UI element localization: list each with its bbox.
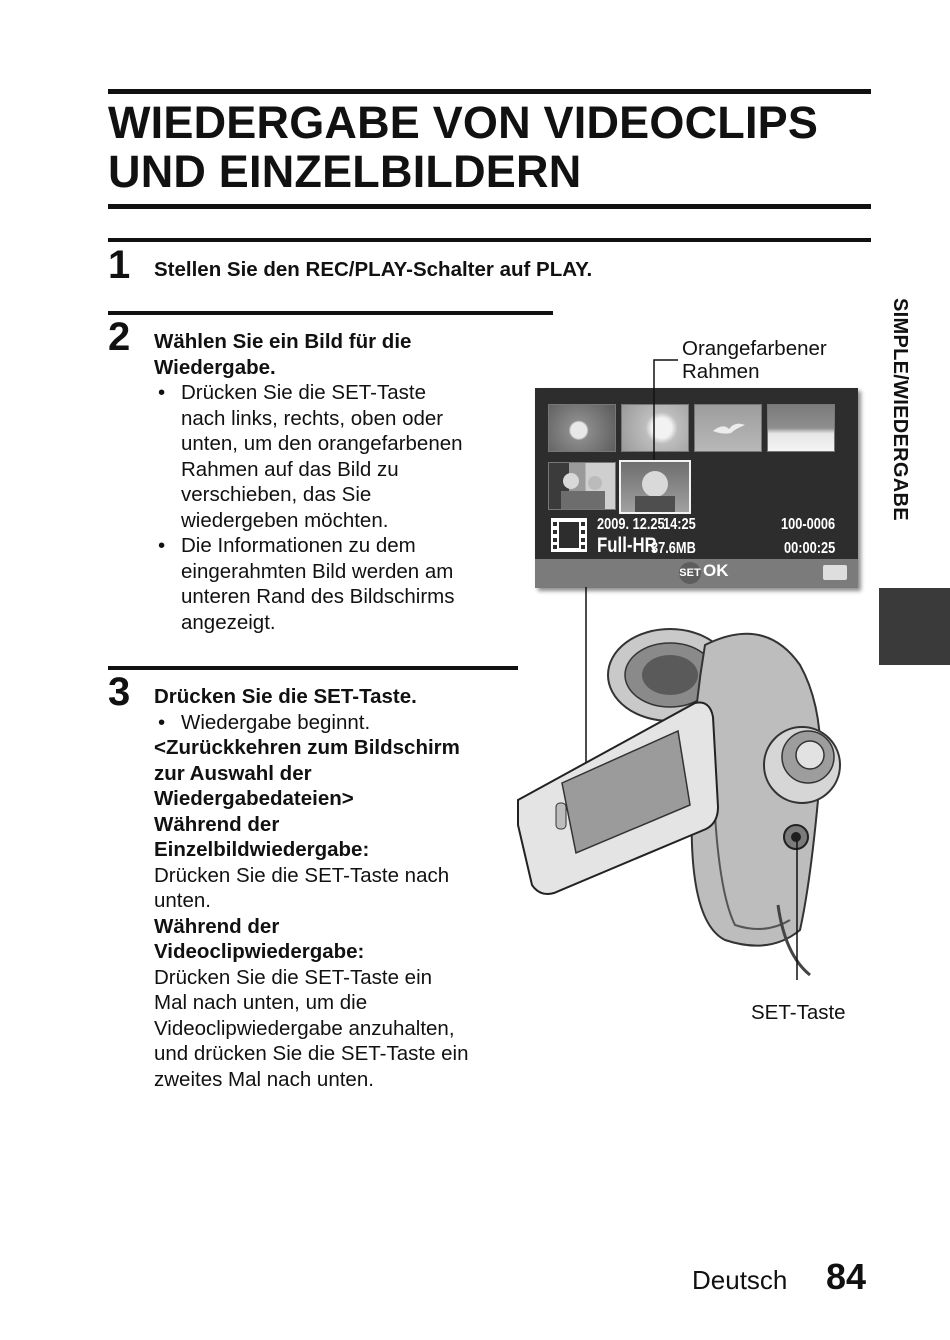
return-heading: <Zurückkehren zum Bildschirm zur Auswahl… [154,735,514,812]
step-1-title: Stellen Sie den REC/PLAY-Schalter auf PL… [154,258,593,281]
still-text: Drücken Sie die SET-Taste nach unten. [154,863,514,914]
set-key-icon: SET [679,562,701,584]
still-heading-line: Einzelbildwiedergabe: [154,838,370,861]
step-2-title-line: Wiedergabe. [154,355,276,379]
bullet-line: verschieben, das Sie [181,483,372,506]
bullet-line: eingerahmten Bild werden am [181,559,454,583]
video-text-line: und drücken Sie die SET-Taste ein [154,1042,469,1065]
step-3-title: Drücken Sie die SET-Taste. [154,685,417,708]
step-3-bullet: • Wiedergabe beginnt. [154,710,514,736]
step-3-rule [108,666,518,670]
return-heading-line: zur Auswahl der [154,761,312,785]
thumbnail-children [548,462,616,510]
video-heading-line: Während der [154,914,280,938]
lcd-size: 37.6MB [651,540,696,557]
bullet-dot: • [158,534,166,557]
bullet-line: wiedergeben möchten. [181,508,389,532]
lcd-date: 2009. 12.25 [597,516,665,533]
battery-icon [823,565,847,580]
step-1-number: 1 [108,243,131,287]
callout-frame-leader [653,359,678,460]
thumbnail-snow-trees [767,404,835,452]
footer-language: Deutsch [692,1265,788,1295]
video-text-line: Videoclipwiedergabe anzuhalten, [154,1016,455,1040]
bird-icon [713,423,745,434]
still-heading-line: Während der [154,812,280,836]
lcd-duration: 00:00:25 [784,540,836,557]
video-text-line: Mal nach unten, um die [154,991,368,1014]
still-text-line: Drücken Sie die SET-Taste nach [154,863,450,887]
bullet-line: angezeigt. [181,610,276,634]
thumbnail-flower [548,404,616,452]
video-heading: Während der Videoclipwiedergabe: [154,914,514,965]
bullet-line: nach links, rechts, oben oder [181,406,444,430]
bullet-dot: • [158,710,166,734]
lcd-file-number: 100-0006 [781,516,836,533]
thumbnail-bird [694,404,762,452]
step-2-number: 2 [108,315,131,359]
portrait-icon [635,471,675,512]
step-2-content: Wählen Sie ein Bild für die Wiedergabe. … [154,329,514,635]
bullet-dot: • [158,381,166,404]
children-icon [561,473,605,509]
callout-frame-line: Orangefarbener [682,337,827,360]
lcd-ok-label: OK [703,561,729,580]
video-text-line: zweites Mal nach unten. [154,1067,374,1091]
thumbnail-blossom [621,404,689,452]
lcd-screen: 2009. 12.25 14:25 100-0006 Full-HR 37.6M… [535,388,858,588]
video-heading-line: Videoclipwiedergabe: [154,940,365,963]
page-number: 84 [826,1256,867,1297]
return-heading-line: <Zurückkehren zum Bildschirm [154,736,460,759]
page-title-line-2: UND EINZELBILDERN [108,146,582,197]
step-1-rule [108,238,871,242]
still-text-line: unten. [154,889,211,912]
page-title-line-1: WIEDERGABE VON VIDEOCLIPS [108,97,819,148]
lcd-time: 14:25 [663,516,696,533]
video-text-line: Drücken Sie die SET-Taste ein [154,965,433,989]
step-2-title: Wählen Sie ein Bild für die Wiedergabe. [154,329,514,380]
return-heading-line: Wiedergabedateien> [154,787,354,810]
title-top-rule [108,89,871,94]
bullet-line: Drücken Sie die SET-Taste [181,381,426,404]
video-text: Drücken Sie die SET-Taste ein Mal nach u… [154,965,514,1093]
title-bottom-rule [108,204,871,209]
bullet-line: Rahmen auf das Bild zu [181,457,399,481]
step-2-bullet-2: • Die Informationen zu dem eingerahmten … [154,533,514,635]
side-tab-label: SIMPLE/WIEDERGABE [889,298,911,521]
page-title: WIEDERGABE VON VIDEOCLIPS UND EINZELBILD… [108,98,868,196]
side-tab-marker [879,588,950,665]
callout-frame-line: Rahmen [682,360,760,383]
callout-set-key-label: SET-Taste [751,1001,846,1024]
step-3-number: 3 [108,670,131,714]
bullet-line: unten, um den orangefarbenen [181,432,463,455]
film-strip-icon [551,518,587,552]
step-3-content: Drücken Sie die SET-Taste. • Wiedergabe … [154,684,514,1092]
still-heading: Während der Einzelbildwiedergabe: [154,812,514,863]
step-2-title-line: Wählen Sie ein Bild für die [154,330,412,353]
thumbnail-selected-frame [619,460,691,514]
callout-frame-label: Orangefarbener Rahmen [682,337,827,383]
bullet-line: Die Informationen zu dem [181,534,416,557]
bullet-line: Wiedergabe beginnt. [181,710,371,734]
step-2-bullet-1: • Drücken Sie die SET-Taste nach links, … [154,380,514,533]
bullet-line: unteren Rand des Bildschirms [181,585,455,608]
lcd-mode: Full-HR [597,534,657,557]
camera-illustration [517,587,841,980]
step-2-rule [108,311,553,315]
